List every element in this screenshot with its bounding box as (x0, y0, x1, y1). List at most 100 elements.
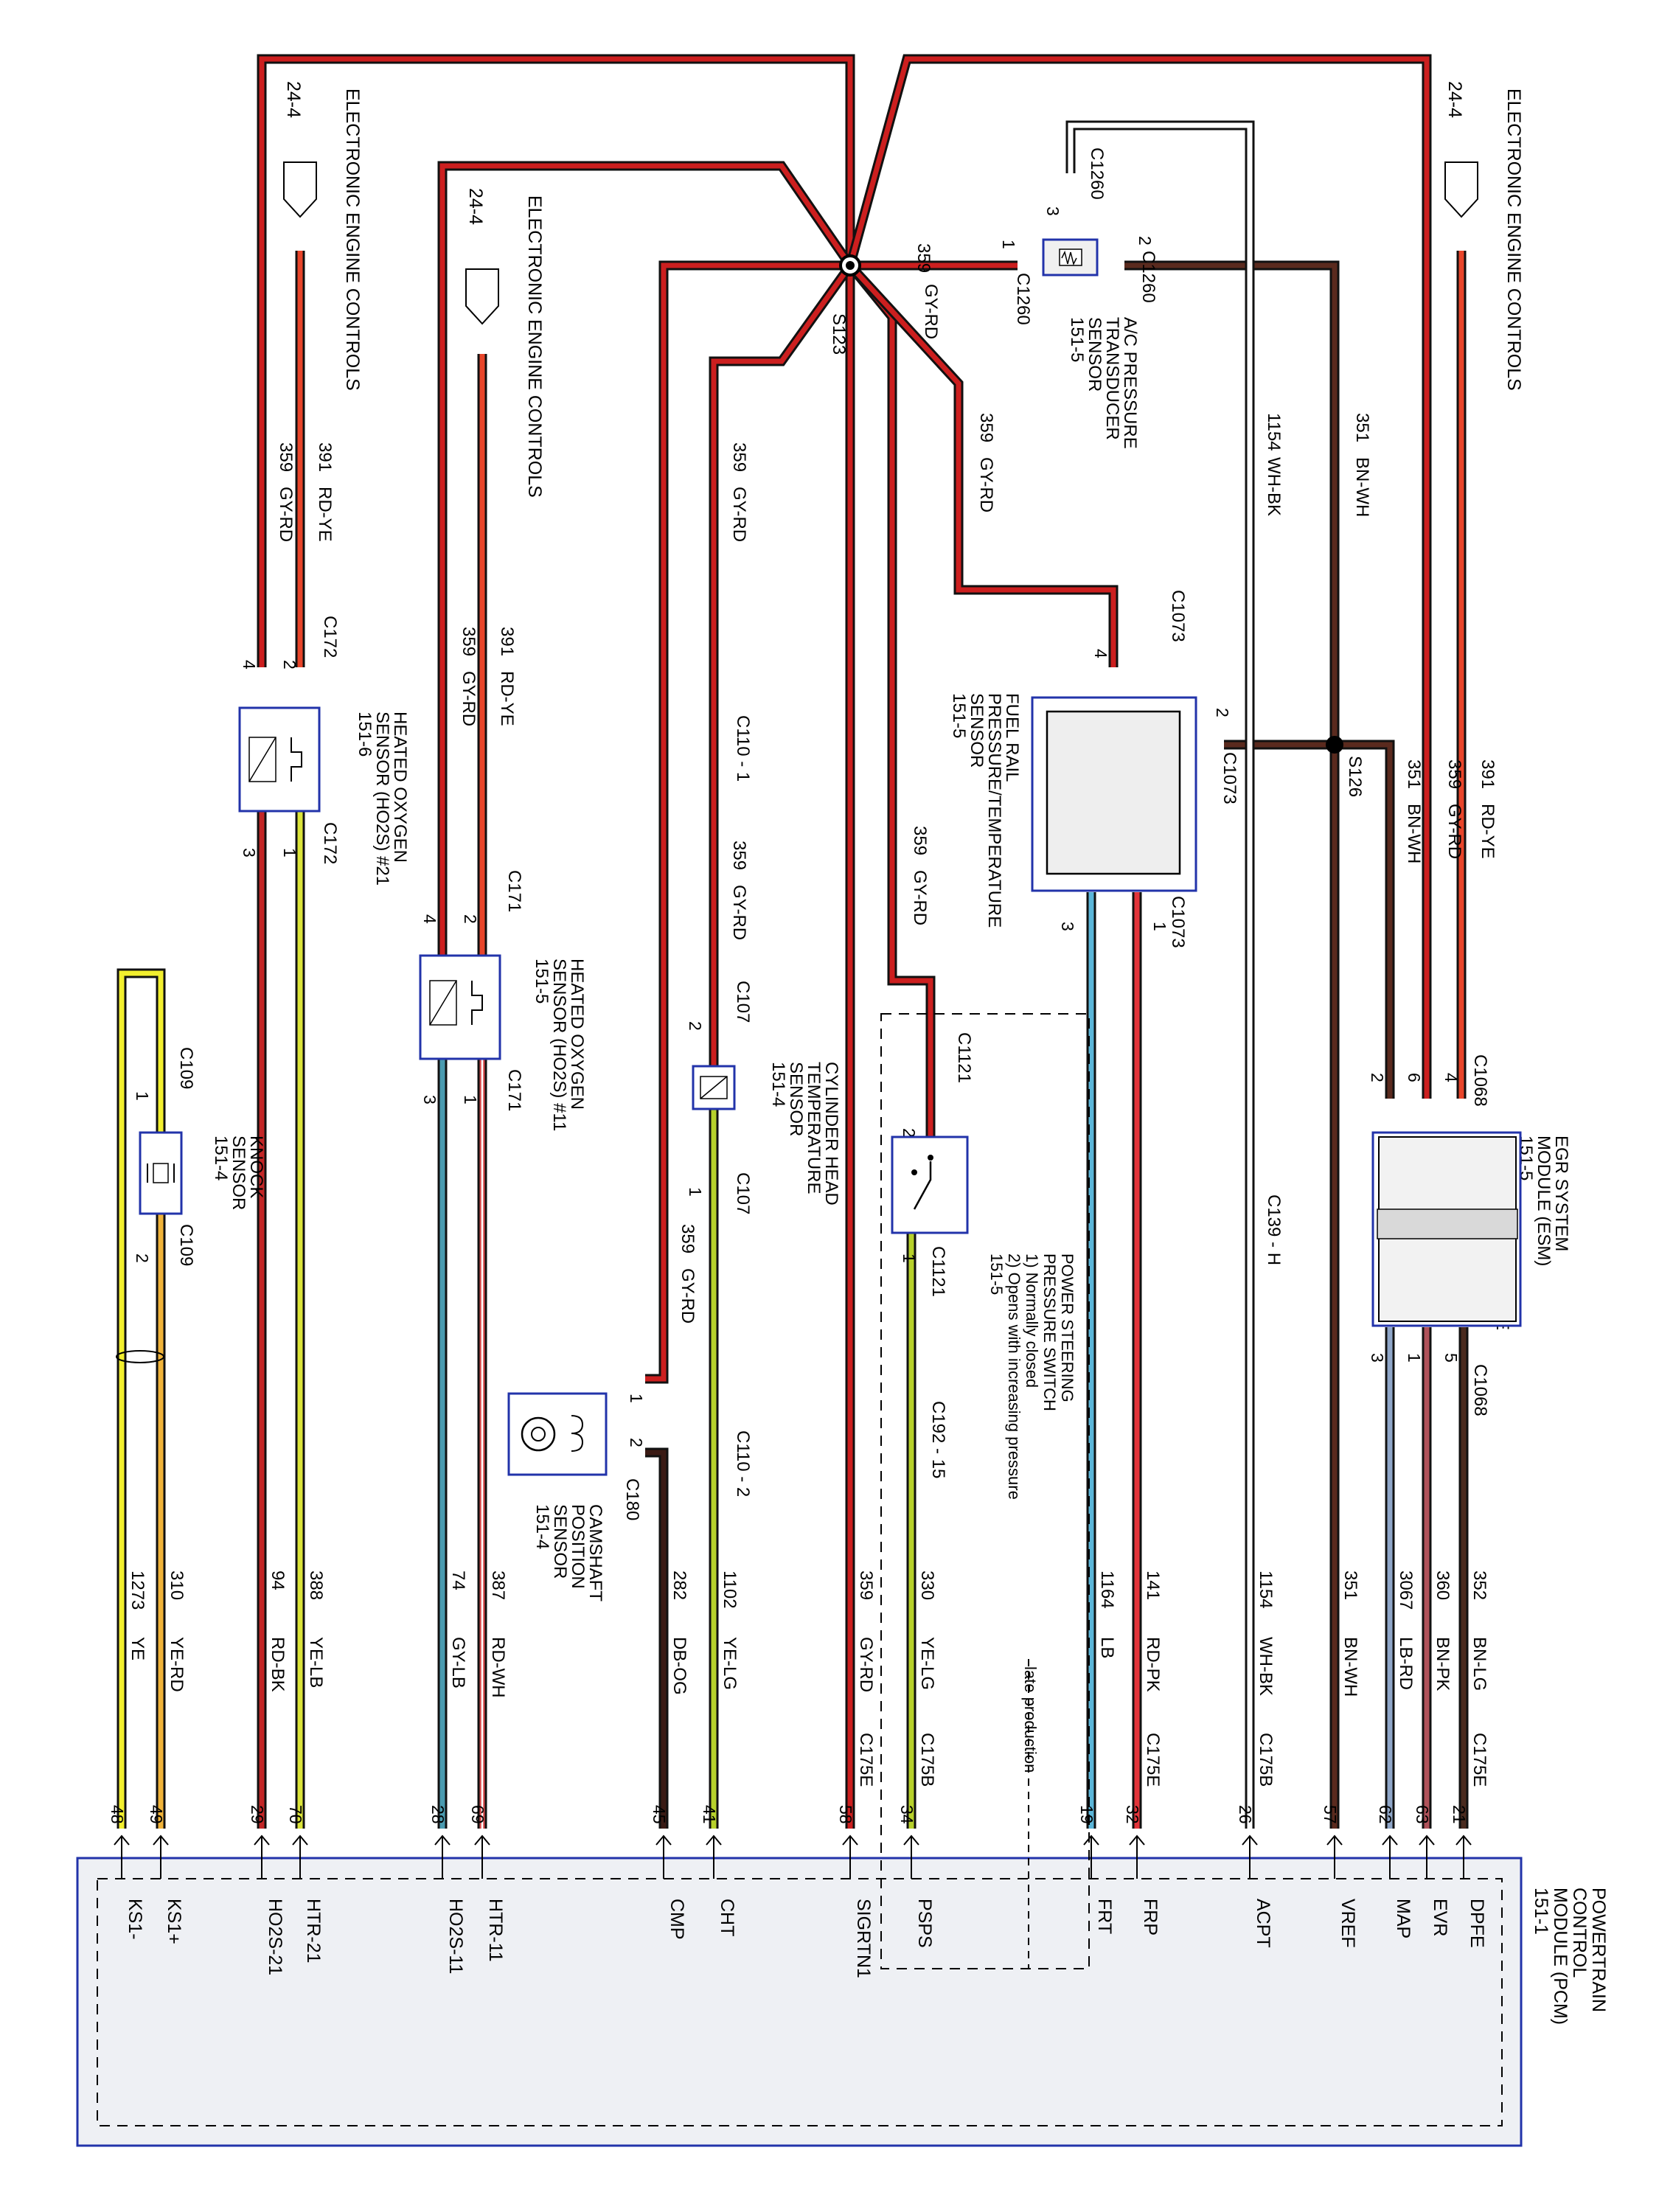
circuit-connector: C175E (1143, 1733, 1163, 1787)
fuel-rail-inner (1046, 710, 1181, 875)
pcm-pin-name-ks1-: KS1- (125, 1899, 145, 1940)
harness-circuit-number: 359 (976, 413, 996, 442)
harness-circuit-color: RD-YE (1478, 804, 1498, 859)
ps-connector-top: C1121 (954, 1032, 974, 1083)
connector-pin-number: 3 (1058, 922, 1077, 931)
connector-pin-number: 4 (420, 914, 439, 924)
ac-sensor-element (1059, 248, 1082, 266)
wire-359-to-ho2s11 (439, 163, 852, 956)
ps-switch-terminal-2 (911, 1169, 917, 1175)
harness-circuit-color: WH-BK (1264, 457, 1284, 516)
circuit-color: LB-RD (1396, 1637, 1416, 1690)
connector-pin-number: 2 (133, 1253, 152, 1263)
circuit-color: GY-LB (448, 1637, 468, 1688)
pcm-pin-number: 70 (286, 1805, 305, 1824)
pcm-pin-number: 57 (1321, 1805, 1340, 1824)
pcm-pin-name-frt: FRT (1094, 1899, 1115, 1934)
connector-pin-number: 1 (999, 240, 1018, 249)
ho2s21-title: HEATED OXYGEN (390, 712, 410, 863)
knock-title: 151-4 (211, 1135, 231, 1180)
pcm-pin-number: 58 (836, 1805, 855, 1824)
ho2s11-symbol (429, 980, 457, 1026)
pcm-pin-name-ks1+: KS1+ (164, 1899, 184, 1944)
pcm-pin-name-cmp: CMP (667, 1899, 687, 1940)
harness-circuit-color: GY-RD (910, 870, 930, 925)
connector-pin-number: 5 (1441, 1353, 1461, 1363)
pcm-inner-dashed (97, 1878, 1503, 2126)
wire-282-cmp (645, 1450, 667, 1829)
pcm-title-line: CONTROL (1569, 1888, 1590, 1978)
pcm-pin-name-htr-21: HTR-21 (303, 1899, 324, 1964)
circuit-number: 1273 (128, 1571, 147, 1610)
harness-circuit-color: GY-RD (276, 487, 296, 542)
pcm-pin-number: 28 (428, 1805, 448, 1824)
ho2s11-heater-icon (471, 981, 483, 1025)
fuel-rail-title: FUEL RAIL (1002, 693, 1022, 782)
ps-switch-title: 1) Normally closed (1023, 1253, 1041, 1388)
wire-282-cmp-outline (645, 1447, 669, 1829)
ps-switch-note: late production (1021, 1666, 1040, 1773)
pcm-pin-name-ho2s-21: HO2S-21 (265, 1899, 285, 1975)
pcm-pin-name-dpfe: DPFE (1467, 1899, 1487, 1948)
connector-pin-number: 1 (1150, 922, 1169, 931)
engine-controls-label: ELECTRONIC ENGINE CONTROLS (524, 195, 545, 498)
circuit-number: 94 (268, 1571, 288, 1590)
ps-switch-title: 2) Opens with increasing pressure (1005, 1253, 1023, 1500)
harness-circuit-color: GY-RD (459, 671, 479, 726)
fuel-rail-connector-bottom: C1073 (1168, 896, 1188, 948)
circuit-connector: C175E (856, 1733, 876, 1787)
connector-pin-number: 3 (420, 1095, 439, 1105)
wire-359-to-ho2s11-outline (437, 161, 855, 956)
cht-title: TEMPERATURE (804, 1062, 824, 1194)
connector-pin-number: 2 (686, 1021, 705, 1031)
cmp-sensor (507, 1392, 608, 1476)
circuit-color: BN-WH (1340, 1637, 1360, 1697)
circuit-color: BN-PK (1433, 1637, 1453, 1691)
engine-controls-ref: 24-4 (465, 188, 486, 225)
connector-pin-number: 2 (627, 1438, 646, 1447)
ac-pressure-sensor (1042, 238, 1099, 276)
circuit-number: 360 (1433, 1571, 1453, 1600)
pcm-pin-name-psps: PSPS (914, 1899, 935, 1948)
flag-f-icon (283, 161, 317, 218)
cht-connector-top: C107 (733, 981, 753, 1023)
harness-circuit-number: 359 (914, 243, 933, 273)
ho2s21-symbol (248, 737, 276, 782)
circuit-number: 282 (669, 1571, 689, 1600)
pcm-pin-number: 26 (1236, 1805, 1255, 1824)
flag-d-icon (1444, 161, 1478, 218)
ho2s11-title: HEATED OXYGEN (567, 959, 587, 1110)
circuit-color: RD-BK (268, 1637, 288, 1692)
ps-switch-title: 151-5 (987, 1253, 1006, 1295)
circuit-color: LB (1097, 1637, 1117, 1658)
ac-sensor-title: A/C PRESSURE (1120, 317, 1140, 449)
circuit-number: 387 (488, 1571, 508, 1600)
harness-circuit-number: 359 (729, 442, 749, 472)
harness-circuit-number: 391 (315, 442, 335, 472)
pcm-pin-labels: DPFE21EVR63MAP62VREF57ACPT26FRP32FRT19PS… (108, 1805, 1487, 1978)
cmp-box (507, 1392, 608, 1476)
harness-circuit-color: GY-RD (678, 1268, 698, 1324)
ho2s21-connector-top: C172 (320, 616, 340, 658)
cmp-gear-icon (521, 1416, 556, 1452)
harness-circuit-color: RD-YE (497, 671, 517, 726)
ps-switch-terminal (928, 1155, 933, 1161)
circuit-number: 1164 (1097, 1571, 1117, 1609)
esm-title: MODULE (ESM) (1534, 1135, 1554, 1266)
ho2s11-title: SENSOR (HO2S) #11 (549, 959, 569, 1131)
pcm-pin-number: 34 (897, 1805, 917, 1824)
circuit-connector: C175E (1470, 1733, 1489, 1787)
harness-circuit-number: 359 (276, 442, 296, 472)
wire-1273-ks1- (119, 970, 164, 1829)
pcm-box (76, 1857, 1523, 2147)
pcm-pin-number: 63 (1413, 1805, 1432, 1824)
ho2s21-sensor (238, 706, 321, 813)
pcm-pin-number: 62 (1376, 1805, 1395, 1824)
pcm-pin-name-cht: CHT (717, 1899, 737, 1936)
circuit-number: 141 (1143, 1571, 1163, 1600)
connector-pin-number: 2 (1368, 1073, 1387, 1082)
pcm-pin-number: 49 (147, 1805, 166, 1824)
wire-359-to-ho2s21 (259, 56, 853, 667)
splice-s126-label: S126 (1345, 756, 1365, 797)
